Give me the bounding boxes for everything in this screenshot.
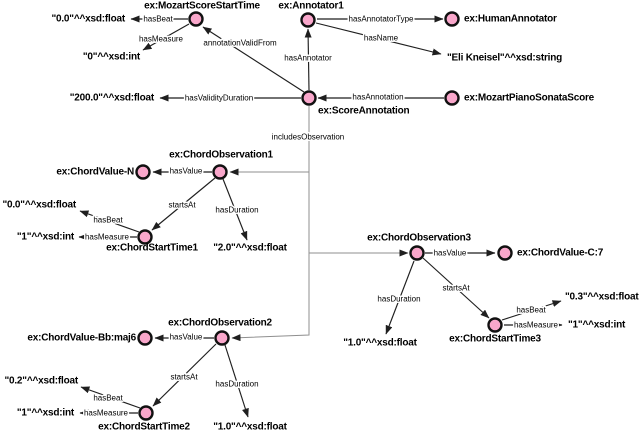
node-label-chord-start-time-3: ex:ChordStartTime3 (449, 334, 541, 345)
edge-label-includes-observation: includesObservation (272, 133, 344, 142)
edge-label-starts-at-3: startsAt (442, 284, 470, 293)
edge-label-starts-at-1: startsAt (168, 201, 196, 210)
edge-starts-at-3 (422, 257, 490, 319)
edge-has-duration-2 (224, 344, 249, 418)
node-chord-value-bb-maj6 (137, 330, 153, 346)
node-chord-start-time-2 (138, 405, 154, 421)
literal-co3-duration: "1.0"^^xsd:float (343, 338, 417, 349)
edge-label-has-annotation: hasAnnotation (352, 93, 403, 102)
node-chord-start-time-1 (137, 229, 153, 245)
node-chord-start-time-3 (487, 317, 503, 333)
edge-label-has-measure-1: hasMeasure (85, 233, 130, 242)
literal-cst1-beat: "0.0"^^xsd:float (2, 200, 76, 211)
edge-has-beat-1 (79, 210, 140, 233)
edge-label-has-annotator: hasAnnotator (284, 54, 332, 63)
node-label-score-annotation: ex:ScoreAnnotation (318, 106, 410, 117)
edge-starts-at-1 (151, 177, 216, 231)
edge-has-beat-3 (501, 300, 562, 321)
node-label-chord-value-bb-maj6: ex:ChordValue-Bb:maj6 (27, 333, 136, 344)
literal-co2-duration: "1.0"^^xsd:float (213, 422, 287, 433)
literal-cst3-measure: "1"^^xsd:int (568, 320, 626, 331)
edge-label-has-measure-mozart: hasMeasure (139, 35, 184, 44)
node-label-chord-start-time-2: ex:ChordStartTime2 (98, 422, 190, 433)
edge-has-duration-1 (222, 178, 248, 241)
node-chord-value-c7 (497, 245, 513, 261)
edge-label-has-value-3: hasValue (434, 249, 467, 258)
node-label-chord-observation-2: ex:ChordObservation2 (168, 318, 272, 329)
node-human-annotator (444, 11, 460, 27)
literal-cst2-beat: "0.2"^^xsd:float (4, 376, 78, 387)
node-chord-value-n (135, 164, 151, 180)
node-label-chord-start-time-1: ex:ChordStartTime1 (106, 243, 198, 254)
node-label-chord-value-n: ex:ChordValue-N (56, 167, 134, 178)
edge-label-has-value-2: hasValue (170, 333, 203, 342)
literal-cst1-measure: "1"^^xsd:int (17, 232, 75, 243)
node-label-human-annotator: ex:HumanAnnotator (464, 14, 557, 25)
literal-mozart-measure: "0"^^xsd:int (83, 52, 141, 63)
edge-label-has-measure-2: hasMeasure (84, 409, 129, 418)
node-label-mozart-score-start-time: ex:MozartScoreStartTime (144, 1, 260, 12)
edge-label-has-beat-mozart: hasBeat (143, 15, 173, 24)
edge-label-starts-at-2: startsAt (170, 373, 198, 382)
node-label-chord-observation-1: ex:ChordObservation1 (169, 150, 273, 161)
literal-mozart-beat: "0.0"^^xsd:float (51, 14, 125, 25)
edge-has-measure-mozart (142, 23, 190, 51)
edge-label-has-validity-duration: hasValidityDuration (185, 94, 253, 103)
edge-annotation-valid-from (202, 26, 305, 93)
edge-has-annotator (304, 28, 312, 91)
literal-co1-duration: "2.0"^^xsd:float (213, 243, 287, 254)
edge-starts-at-2 (152, 343, 217, 407)
edge-includes-observation (231, 106, 310, 342)
edge-has-name (315, 22, 442, 56)
edge-label-has-duration-2: hasDuration (215, 380, 258, 389)
edge-label-has-annotator-type: hasAnnotatorType (349, 15, 414, 24)
node-score-annotation (301, 90, 317, 106)
edge-has-duration-3 (385, 260, 415, 335)
edge-label-has-beat-3: hasBeat (516, 306, 546, 315)
node-label-chord-observation-3: ex:ChordObservation3 (367, 233, 471, 244)
node-label-mozart-piano-sonata-score: ex:MozartPianoSonataScore (464, 93, 595, 104)
edge-label-annotation-valid-from: annotationValidFrom (203, 39, 277, 48)
edge-label-has-beat-1: hasBeat (93, 216, 123, 225)
node-label-annotator1: ex:Annotator1 (278, 1, 344, 12)
edge-label-has-duration-1: hasDuration (215, 206, 258, 215)
literal-cst3-beat: "0.3"^^xsd:float (565, 292, 639, 303)
node-chord-observation-2 (214, 330, 230, 346)
literal-annotator-name: "Eli Kneisel"^^xsd:string (447, 53, 562, 64)
edge-has-beat-2 (80, 386, 141, 409)
node-mozart-score-start-time (188, 11, 204, 27)
edge-label-has-beat-2: hasBeat (93, 394, 123, 403)
literal-cst2-measure: "1"^^xsd:int (17, 408, 75, 419)
node-label-chord-value-c7: ex:ChordValue-C:7 (517, 248, 604, 259)
edge-label-has-value-1: hasValue (170, 167, 203, 176)
edge-label-has-measure-3: hasMeasure (514, 321, 559, 330)
node-annotator1 (300, 12, 316, 28)
node-mozart-piano-sonata-score (444, 90, 460, 106)
edge-label-has-duration-3: hasDuration (377, 295, 420, 304)
node-chord-observation-1 (212, 164, 228, 180)
literal-validity-duration: "200.0"^^xsd:float (70, 93, 155, 104)
node-chord-observation-3 (409, 245, 425, 261)
edge-label-has-name: hasName (364, 34, 399, 43)
